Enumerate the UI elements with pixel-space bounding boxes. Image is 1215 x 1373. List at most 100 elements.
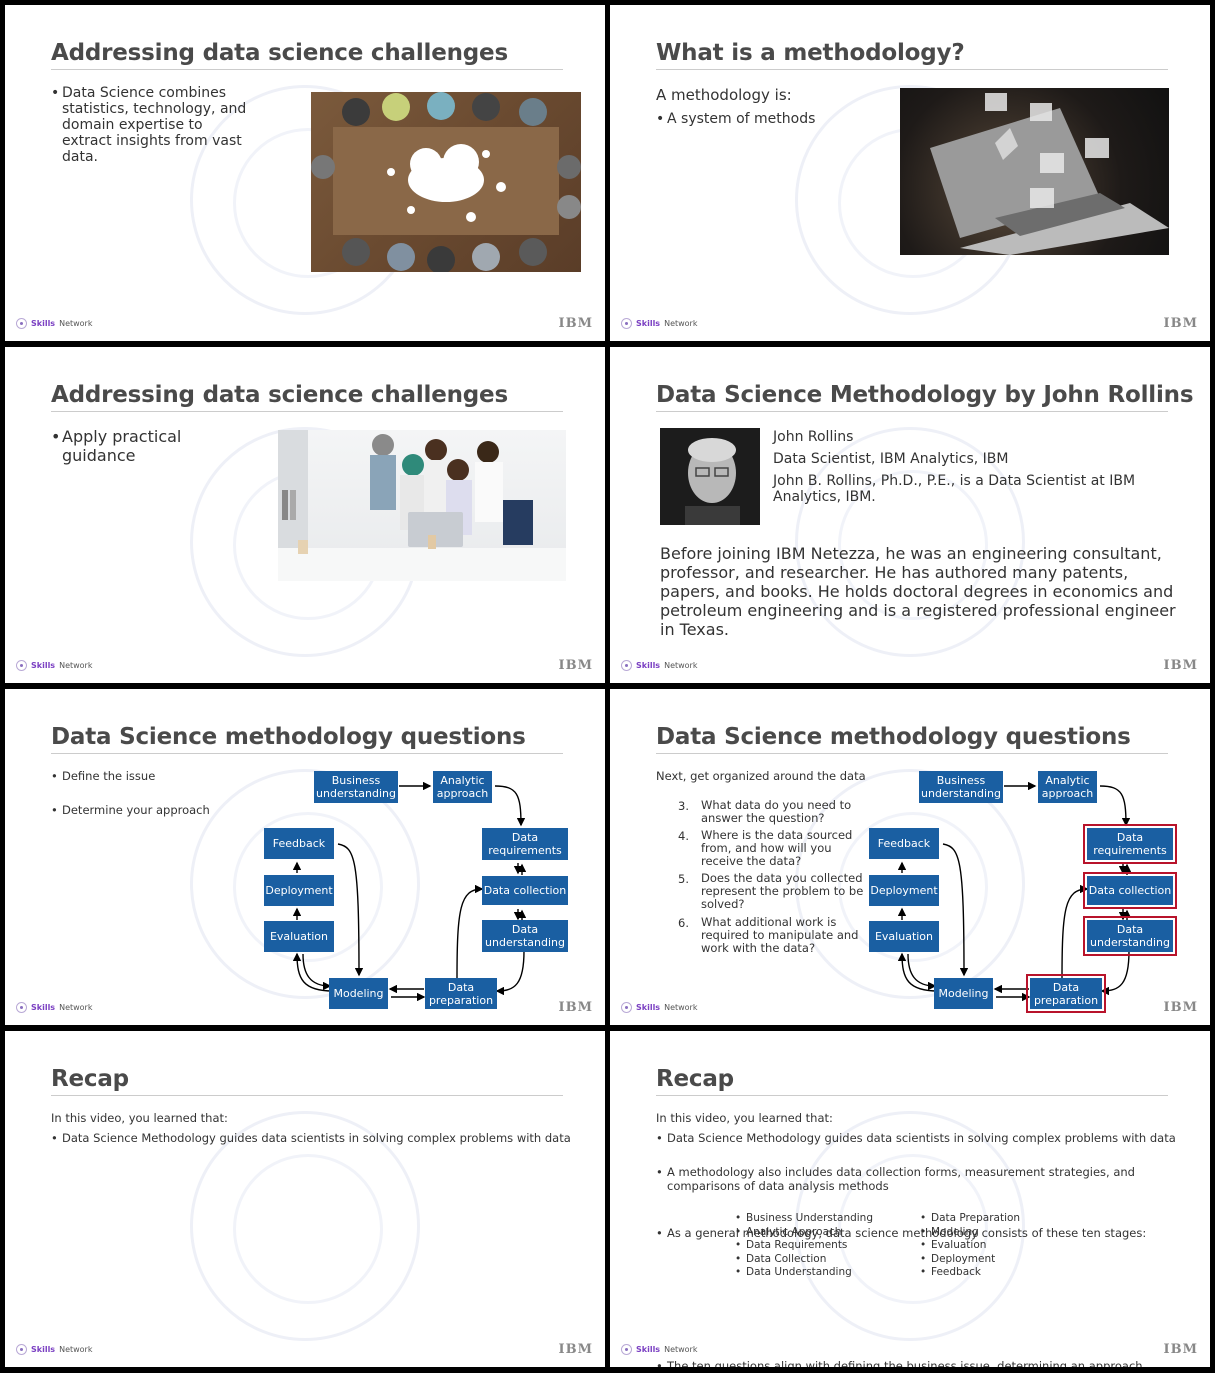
stage-business-understanding: Business understanding (919, 771, 1003, 803)
title-rule (656, 69, 1168, 70)
person-role: Data Scientist, IBM Analytics, IBM (773, 451, 1009, 467)
stage-item: Analytic Approach (735, 1226, 873, 1240)
stage-evaluation: Evaluation (264, 921, 334, 952)
slide-7: Recap In this video, you learned that: D… (5, 1031, 605, 1367)
portrait-illustration (660, 428, 760, 525)
flow-arrows (897, 781, 1132, 1002)
stage-modeling: Modeling (329, 978, 388, 1009)
slide-title: Addressing data science challenges (51, 382, 508, 408)
slide-5: Data Science methodology questions Defin… (5, 689, 605, 1025)
title-rule (51, 411, 563, 412)
stage-data-preparation: Data preparation (1026, 974, 1106, 1013)
stage-data-understanding: Data understanding (482, 920, 568, 952)
intro-text: In this video, you learned that: (51, 1111, 228, 1125)
team-meeting-photo (311, 92, 581, 272)
bullet: Define the issue (51, 769, 605, 783)
question-number: 5. (678, 872, 689, 886)
laptop-illustration (930, 93, 1169, 255)
slide-title: Data Science Methodology by John Rollins (656, 382, 1194, 408)
question-number: 3. (678, 799, 689, 813)
stage-modeling: Modeling (934, 978, 993, 1009)
ibm-logo: IBM (558, 1342, 593, 1357)
slide-4: Data Science Methodology by John Rollins… (610, 347, 1210, 683)
watermark (190, 1111, 420, 1341)
question-text: Does the data you collected represent th… (701, 871, 864, 911)
ibm-logo: IBM (1163, 316, 1198, 331)
slide-title: What is a methodology? (656, 40, 965, 66)
stage-item: Deployment (920, 1253, 1020, 1267)
question-text: What additional work is required to mani… (701, 915, 859, 955)
intro-text: In this video, you learned that: (656, 1111, 833, 1125)
bullet: Determine your approach (51, 803, 605, 817)
stage-item: Modeling (920, 1226, 1020, 1240)
stages-list-left: Business Understanding Analytic Approach… (735, 1212, 873, 1280)
stage-analytic-approach: Analytic approach (1038, 771, 1097, 803)
stage-item: Feedback (920, 1266, 1020, 1280)
title-rule (51, 69, 563, 70)
question-number: 4. (678, 829, 689, 843)
stage-data-requirements: Data requirements (482, 828, 568, 860)
stage-data-understanding: Data understanding (1083, 916, 1177, 956)
stage-analytic-approach: Analytic approach (433, 771, 492, 803)
slide-8: Recap In this video, you learned that: D… (610, 1031, 1210, 1367)
stage-item: Data Preparation (920, 1212, 1020, 1226)
stage-feedback: Feedback (869, 828, 939, 859)
title-rule (656, 411, 1168, 412)
bullet: A methodology also includes data collect… (656, 1165, 1156, 1193)
intro-text: Next, get organized around the data (656, 769, 866, 783)
stage-item: Data Understanding (735, 1266, 873, 1280)
title-rule (51, 753, 563, 754)
question-number: 6. (678, 916, 689, 930)
stage-item: Data Requirements (735, 1239, 873, 1253)
stage-deployment: Deployment (869, 875, 939, 906)
ibm-logo: IBM (558, 658, 593, 673)
stage-item: Business Understanding (735, 1212, 873, 1226)
stage-item: Evaluation (920, 1239, 1020, 1253)
office-team-illustration (278, 430, 566, 581)
slide-2: What is a methodology? A methodology is:… (610, 5, 1210, 341)
title-rule (656, 753, 1168, 754)
slide-title: Recap (51, 1066, 129, 1092)
stage-item: Data Collection (735, 1253, 873, 1267)
skills-network-icon (16, 1002, 27, 1013)
stage-business-understanding: Business understanding (314, 771, 398, 803)
john-rollins-portrait (660, 428, 760, 525)
skills-network-icon (16, 318, 27, 329)
slide-title: Recap (656, 1066, 734, 1092)
stage-deployment: Deployment (264, 875, 334, 906)
slide-title: Data Science methodology questions (656, 724, 1131, 750)
skills-network-icon (621, 660, 632, 671)
laptop-photo (900, 88, 1169, 255)
ibm-logo: IBM (558, 1000, 593, 1015)
stages-list-right: Data Preparation Modeling Evaluation Dep… (920, 1212, 1020, 1280)
bullet: A system of methods (656, 111, 1210, 127)
ibm-logo: IBM (1163, 1342, 1198, 1357)
intro-text: A methodology is: (656, 86, 792, 104)
watermark (795, 769, 1025, 999)
ibm-logo: IBM (1163, 658, 1198, 673)
skills-network-icon (16, 660, 27, 671)
skills-network-icon (621, 318, 632, 329)
skills-network-icon (621, 1002, 632, 1013)
stage-data-collection: Data collection (482, 876, 568, 905)
stage-feedback: Feedback (264, 828, 334, 859)
flow-arrows (292, 781, 527, 1002)
person-description: John B. Rollins, Ph.D., P.E., is a Data … (773, 473, 1136, 505)
ibm-logo: IBM (1163, 1000, 1198, 1015)
skills-network-icon (621, 1344, 632, 1355)
bullet: Data Science Methodology guides data sci… (656, 1131, 1186, 1145)
stage-data-collection: Data collection (1083, 872, 1177, 909)
slide-title: Data Science methodology questions (51, 724, 526, 750)
watermark (795, 427, 1025, 657)
slide-6: Data Science methodology questions Next,… (610, 689, 1210, 1025)
skills-network-icon (16, 1344, 27, 1355)
stage-data-preparation: Data preparation (425, 978, 497, 1009)
